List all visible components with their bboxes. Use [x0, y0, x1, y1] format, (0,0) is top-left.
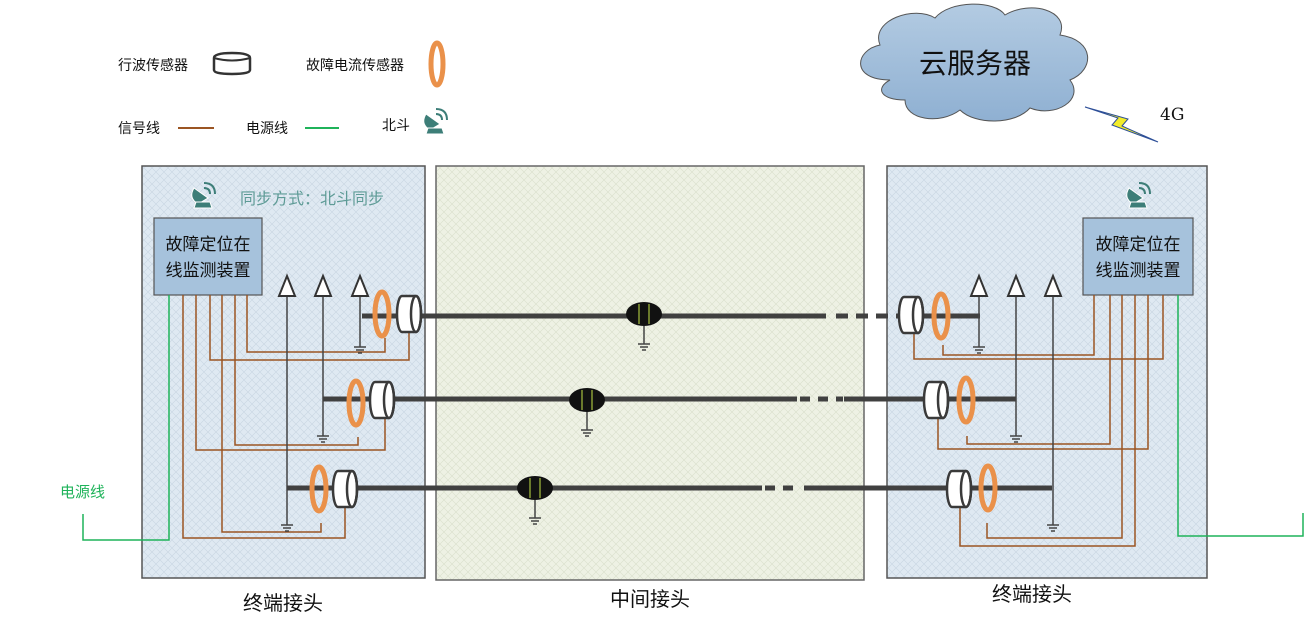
right-panel-caption: 终端接头	[992, 582, 1072, 606]
right-traveling-wave-sensor-2	[922, 380, 950, 420]
left-traveling-wave-sensor-2	[368, 380, 396, 420]
right-device-line1: 故障定位在	[1096, 235, 1181, 255]
right-signal-lines	[913, 295, 1164, 547]
middle-joint-panel	[435, 165, 865, 581]
legend-power-line-label: 电源线	[246, 121, 288, 137]
legend-fault-current-sensor-label: 故障电流传感器	[306, 57, 404, 74]
left-device-line1: 故障定位在	[166, 235, 251, 255]
fault-current-sensor-icon	[428, 40, 446, 88]
left-monitoring-device: 故障定位在 线监测装置	[153, 217, 263, 296]
power-line-label: 电源线	[60, 483, 105, 501]
right-device-line2: 线监测装置	[1096, 261, 1181, 281]
left-traveling-wave-sensor-3	[331, 469, 359, 509]
sync-method-label: 同步方式：北斗同步	[240, 189, 384, 208]
right-power-line	[1177, 295, 1304, 537]
left-power-line	[82, 295, 170, 541]
right-arrestors	[970, 275, 1062, 532]
right-traveling-wave-sensor-3	[945, 469, 973, 509]
cloud-server: 云服务器	[860, 3, 1088, 122]
middle-panel-caption: 中间接头	[610, 587, 690, 611]
legend-beidou-label: 北斗	[382, 118, 410, 134]
legend: 行波传感器 故障电流传感器 信号线 电源线 北斗	[118, 40, 448, 137]
4g-label: 4G	[1160, 105, 1184, 125]
right-monitoring-device: 故障定位在 线监测装置	[1082, 217, 1194, 296]
left-signal-lines	[182, 295, 410, 539]
left-panel-caption: 终端接头	[243, 591, 323, 615]
left-traveling-wave-sensor-1	[395, 294, 423, 334]
left-device-line2: 线监测装置	[166, 261, 251, 281]
right-traveling-wave-sensor-1	[897, 295, 925, 335]
cloud-server-label: 云服务器	[919, 47, 1031, 80]
beidou-satellite-icon	[422, 108, 448, 135]
legend-traveling-wave-sensor-label: 行波传感器	[118, 57, 188, 74]
legend-signal-line-label: 信号线	[118, 121, 160, 137]
lightning-4g-icon	[1084, 106, 1159, 143]
traveling-wave-sensor-icon	[212, 51, 252, 76]
